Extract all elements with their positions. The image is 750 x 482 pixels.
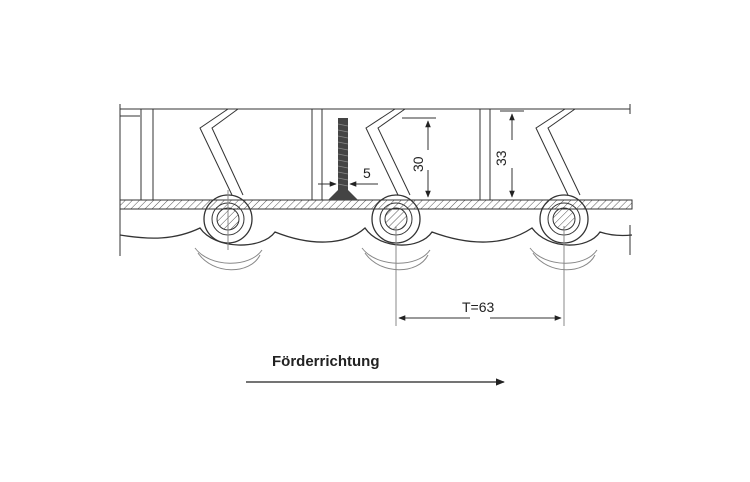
dimension-height-outer-label: 33	[493, 150, 509, 166]
direction-label: Förderrichtung	[272, 353, 380, 370]
dimension-height-inner-label: 30	[410, 156, 426, 172]
screw	[328, 118, 358, 200]
roller-1	[203, 190, 253, 250]
dimension-pitch: T=63	[395, 226, 565, 326]
conveying-direction: Förderrichtung	[246, 353, 505, 386]
dimension-height-inner: 30	[402, 117, 436, 198]
chain-body	[119, 104, 631, 256]
dimension-gap: 5	[318, 165, 378, 187]
dimension-pitch-label: T=63	[462, 299, 495, 315]
hatched-plate	[119, 199, 633, 210]
chain-links	[119, 227, 633, 271]
dimension-height-outer: 33	[493, 110, 524, 198]
dimension-gap-label: 5	[363, 165, 371, 181]
